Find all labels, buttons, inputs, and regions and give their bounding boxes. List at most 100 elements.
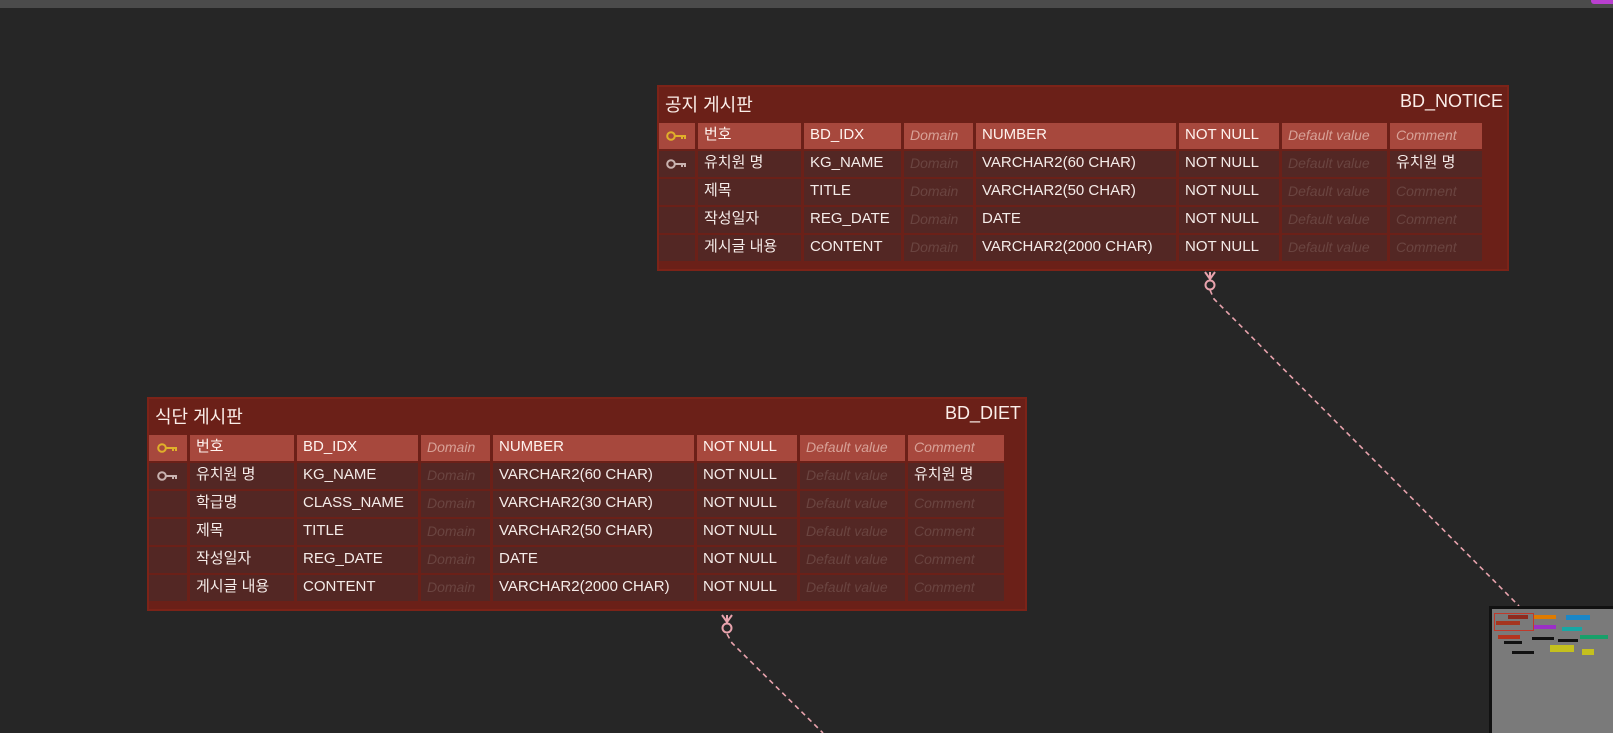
column-logical-name[interactable]: 게시글 내용 (190, 575, 294, 601)
column-domain[interactable]: Domain (904, 235, 973, 261)
top-toolbar-strip (0, 0, 1613, 8)
column-domain[interactable]: Domain (421, 491, 490, 517)
column-physical-name[interactable]: CONTENT (804, 235, 901, 261)
table-physical-name: BD_DIET (944, 403, 1021, 423)
column-data-type[interactable]: VARCHAR2(60 CHAR) (976, 151, 1176, 177)
column-logical-name[interactable]: 번호 (190, 435, 294, 461)
column-data-type[interactable]: NUMBER (493, 435, 694, 461)
column-default-value[interactable]: Default value (1282, 179, 1387, 205)
key-cell (149, 491, 187, 517)
column-default-value[interactable]: Default value (800, 491, 905, 517)
column-physical-name[interactable]: TITLE (297, 519, 418, 545)
column-data-type[interactable]: VARCHAR2(50 CHAR) (976, 179, 1176, 205)
column-default-value[interactable]: Default value (1282, 235, 1387, 261)
column-logical-name[interactable]: 게시글 내용 (698, 235, 801, 261)
column-logical-name[interactable]: 작성일자 (190, 547, 294, 573)
column-data-type[interactable]: VARCHAR2(50 CHAR) (493, 519, 694, 545)
column-physical-name[interactable]: REG_DATE (804, 207, 901, 233)
column-domain[interactable]: Domain (421, 547, 490, 573)
column-nullability[interactable]: NOT NULL (697, 519, 797, 545)
column-nullability[interactable]: NOT NULL (697, 491, 797, 517)
column-logical-name[interactable]: 제목 (698, 179, 801, 205)
column-comment[interactable]: Comment (1390, 207, 1482, 233)
column-logical-name[interactable]: 작성일자 (698, 207, 801, 233)
column-comment[interactable]: Comment (908, 435, 1004, 461)
column-data-type[interactable]: VARCHAR2(60 CHAR) (493, 463, 694, 489)
column-comment[interactable]: Comment (1390, 235, 1482, 261)
column-data-type[interactable]: DATE (976, 207, 1176, 233)
column-data-type[interactable]: VARCHAR2(30 CHAR) (493, 491, 694, 517)
column-data-type[interactable]: DATE (493, 547, 694, 573)
column-nullability[interactable]: NOT NULL (697, 435, 797, 461)
column-nullability[interactable]: NOT NULL (697, 463, 797, 489)
column-data-type[interactable]: NUMBER (976, 123, 1176, 149)
table-header[interactable]: 식단 게시판 BD_DIET (149, 399, 1025, 433)
toolbar-accent-tab[interactable] (1591, 0, 1613, 4)
column-data-type[interactable]: VARCHAR2(2000 CHAR) (493, 575, 694, 601)
column-domain[interactable]: Domain (904, 151, 973, 177)
key-icon (157, 442, 179, 454)
column-logical-name[interactable]: 번호 (698, 123, 801, 149)
column-physical-name[interactable]: CONTENT (297, 575, 418, 601)
column-domain[interactable]: Domain (421, 463, 490, 489)
minimap[interactable] (1489, 606, 1613, 733)
column-domain[interactable]: Domain (904, 123, 973, 149)
column-default-value[interactable]: Default value (800, 575, 905, 601)
column-physical-name[interactable]: REG_DATE (297, 547, 418, 573)
column-nullability[interactable]: NOT NULL (697, 575, 797, 601)
column-logical-name[interactable]: 유치원 명 (190, 463, 294, 489)
column-physical-name[interactable]: KG_NAME (297, 463, 418, 489)
column-comment[interactable]: Comment (908, 519, 1004, 545)
column-physical-name[interactable]: BD_IDX (297, 435, 418, 461)
column-logical-name[interactable]: 제목 (190, 519, 294, 545)
column-domain[interactable]: Domain (904, 207, 973, 233)
column-nullability[interactable]: NOT NULL (1179, 123, 1279, 149)
column-default-value[interactable]: Default value (1282, 207, 1387, 233)
column-logical-name[interactable]: 학급명 (190, 491, 294, 517)
column-default-value[interactable]: Default value (1282, 151, 1387, 177)
column-domain[interactable]: Domain (421, 519, 490, 545)
column-domain[interactable]: Domain (421, 435, 490, 461)
column-comment[interactable]: 유치원 명 (1390, 151, 1482, 177)
column-comment[interactable]: Comment (908, 491, 1004, 517)
column-comment[interactable]: Comment (908, 547, 1004, 573)
table-header[interactable]: 공지 게시판 BD_NOTICE (659, 87, 1507, 121)
column-comment[interactable]: Comment (908, 575, 1004, 601)
column-nullability[interactable]: NOT NULL (1179, 151, 1279, 177)
column-default-value[interactable]: Default value (800, 463, 905, 489)
column-default-value[interactable]: Default value (800, 519, 905, 545)
column-comment[interactable]: Comment (1390, 123, 1482, 149)
column-nullability[interactable]: NOT NULL (697, 547, 797, 573)
column-default-value[interactable]: Default value (800, 547, 905, 573)
column-domain[interactable]: Domain (421, 575, 490, 601)
key-cell (659, 123, 695, 149)
column-logical-name[interactable]: 유치원 명 (698, 151, 801, 177)
minimap-block (1532, 637, 1554, 640)
column-comment[interactable]: Comment (1390, 179, 1482, 205)
column-default-value[interactable]: Default value (800, 435, 905, 461)
column-data-type[interactable]: VARCHAR2(2000 CHAR) (976, 235, 1176, 261)
column-nullability[interactable]: NOT NULL (1179, 179, 1279, 205)
column-physical-name[interactable]: TITLE (804, 179, 901, 205)
column-physical-name[interactable]: BD_IDX (804, 123, 901, 149)
column-default-value[interactable]: Default value (1282, 123, 1387, 149)
column-nullability[interactable]: NOT NULL (1179, 235, 1279, 261)
column-comment[interactable]: 유치원 명 (908, 463, 1004, 489)
column-domain[interactable]: Domain (904, 179, 973, 205)
column-physical-name[interactable]: KG_NAME (804, 151, 901, 177)
column-physical-name[interactable]: CLASS_NAME (297, 491, 418, 517)
column-nullability[interactable]: NOT NULL (1179, 207, 1279, 233)
